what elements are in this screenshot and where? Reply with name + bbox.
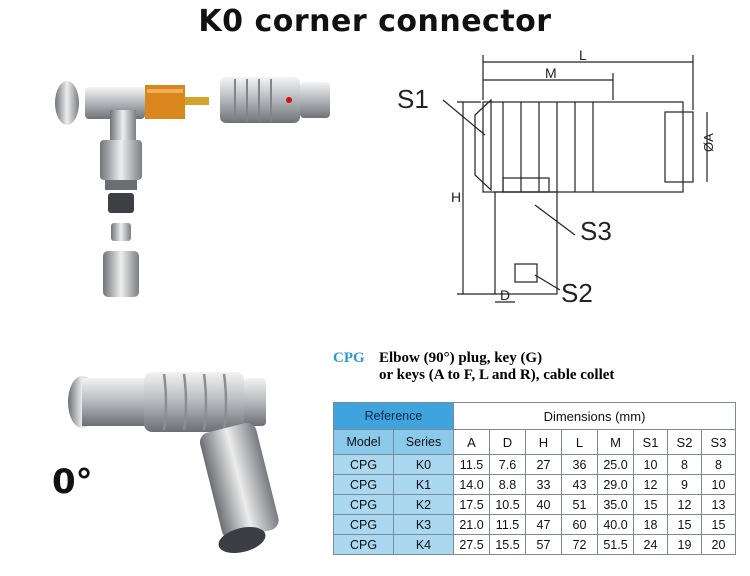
- column-header-s1: S1: [633, 429, 668, 455]
- table-cell: 27.5: [453, 534, 490, 555]
- table-cell: 20: [701, 534, 736, 555]
- table-cell: 12: [667, 494, 702, 515]
- table-cell: 25.0: [597, 454, 634, 475]
- column-header-h: H: [525, 429, 562, 455]
- angle-label: 0°: [52, 462, 93, 502]
- table-cell: 21.0: [453, 514, 490, 535]
- table-cell: K2: [393, 494, 454, 515]
- table-cell: 10: [633, 454, 668, 475]
- table-cell: 11.5: [453, 454, 490, 475]
- table-cell: 57: [525, 534, 562, 555]
- table-cell: CPG: [333, 534, 394, 555]
- table-cell: 14.0: [453, 474, 490, 495]
- column-header-model: Model: [333, 429, 394, 455]
- table-cell: 7.6: [489, 454, 526, 475]
- dim-label-a: ØA: [701, 133, 716, 152]
- dim-label-d: D: [500, 287, 510, 303]
- table-cell: 40.0: [597, 514, 634, 535]
- table-cell: 10: [701, 474, 736, 495]
- table-cell: 13: [701, 494, 736, 515]
- dim-label-h: H: [451, 189, 461, 205]
- table-cell: 19: [667, 534, 702, 555]
- product-caption: CPG Elbow (90°) plug, key (G) or keys (A …: [333, 350, 614, 384]
- table-cell: 15: [701, 514, 736, 535]
- column-header-s2: S2: [667, 429, 702, 455]
- table-cell: 12: [633, 474, 668, 495]
- table-cell: 72: [561, 534, 598, 555]
- product-code: CPG: [333, 350, 365, 366]
- dim-label-s2: S2: [561, 278, 593, 305]
- dim-label-l: L: [579, 47, 587, 63]
- table-cell: 27: [525, 454, 562, 475]
- reference-header: Reference: [333, 402, 454, 430]
- table-cell: 9: [667, 474, 702, 495]
- table-cell: 15: [633, 494, 668, 515]
- table-cell: 15: [667, 514, 702, 535]
- column-header-d: D: [489, 429, 526, 455]
- table-cell: CPG: [333, 514, 394, 535]
- table-cell: K0: [393, 454, 454, 475]
- table-cell: 11.5: [489, 514, 526, 535]
- table-cell: 17.5: [453, 494, 490, 515]
- column-header-series: Series: [393, 429, 454, 455]
- caption-line-1: Elbow (90°) plug, key (G): [379, 350, 543, 366]
- table-cell: 29.0: [597, 474, 634, 495]
- table-cell: 8.8: [489, 474, 526, 495]
- table-cell: 8: [701, 454, 736, 475]
- table-cell: CPG: [333, 494, 394, 515]
- dim-label-s3: S3: [580, 216, 612, 246]
- table-cell: 51.5: [597, 534, 634, 555]
- caption-line-2: or keys (A to F, L and R), cable collet: [379, 367, 615, 383]
- table-cell: 33: [525, 474, 562, 495]
- dimensions-header: Dimensions (mm): [453, 402, 736, 430]
- table-cell: 10.5: [489, 494, 526, 515]
- table-cell: 40: [525, 494, 562, 515]
- table-cell: 24: [633, 534, 668, 555]
- column-header-l: L: [561, 429, 598, 455]
- column-header-s3: S3: [701, 429, 736, 455]
- assembled-connector-photo: [68, 372, 279, 554]
- dim-label-m: M: [545, 65, 557, 81]
- table-cell: K4: [393, 534, 454, 555]
- exploded-connector-photo: [55, 77, 330, 297]
- table-cell: 36: [561, 454, 598, 475]
- table-cell: 60: [561, 514, 598, 535]
- page-title: K0 corner connector: [198, 4, 552, 39]
- column-header-m: M: [597, 429, 634, 455]
- table-cell: 43: [561, 474, 598, 495]
- table-cell: 18: [633, 514, 668, 535]
- table-cell: K3: [393, 514, 454, 535]
- table-cell: 51: [561, 494, 598, 515]
- table-cell: CPG: [333, 454, 394, 475]
- table-cell: K1: [393, 474, 454, 495]
- dim-label-s1: S1: [397, 84, 429, 114]
- dimension-drawing: L M S1 H ØA S3 D S2: [397, 47, 716, 305]
- table-cell: 15.5: [489, 534, 526, 555]
- table-cell: CPG: [333, 474, 394, 495]
- table-cell: 8: [667, 454, 702, 475]
- table-cell: 47: [525, 514, 562, 535]
- column-header-a: A: [453, 429, 490, 455]
- table-cell: 35.0: [597, 494, 634, 515]
